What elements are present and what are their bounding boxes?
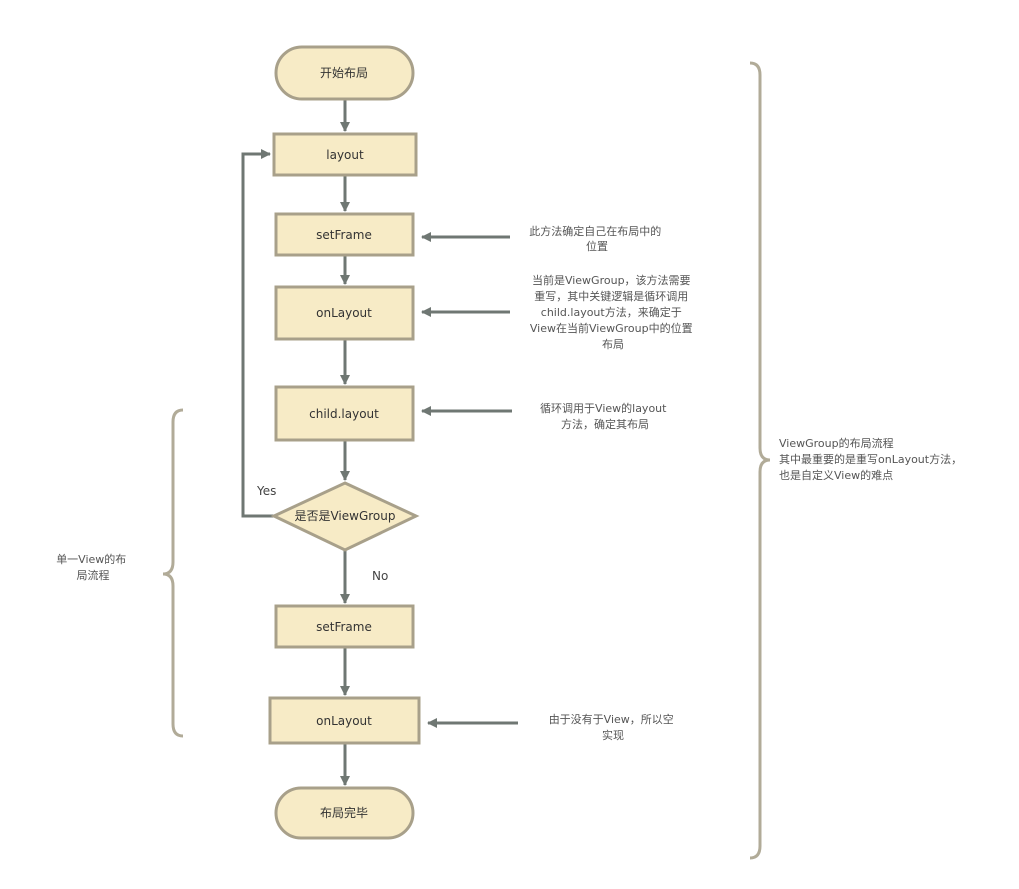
brace-single-view-label: 单一View的布 局流程 [56, 552, 130, 582]
node-setframe-1: setFrame [274, 212, 415, 257]
note-onlayout-line: View在当前ViewGroup中的位置 [530, 321, 693, 335]
node-onlayout-1: onLayout [274, 285, 415, 341]
node-child-layout: child.layout [274, 385, 415, 442]
node-start-label: 开始布局 [320, 66, 368, 80]
node-onlayout-2: onLayout [268, 696, 421, 745]
note-onlayout-line: 重写，其中关键逻辑是循环调用 [534, 289, 688, 303]
note-onlayout-line: 布局 [602, 338, 624, 351]
node-setframe-1-label: setFrame [316, 228, 372, 242]
brace-view-group-line: 也是自定义View的难点 [779, 468, 893, 482]
note-childlayout-line: 循环调用于View的layout [540, 401, 667, 415]
edge-label-yes: Yes [256, 484, 276, 498]
note-onlayout: 当前是ViewGroup，该方法需要 重写，其中关键逻辑是循环调用 child.… [530, 273, 696, 351]
node-onlayout-2-label: onLayout [316, 714, 372, 728]
brace-single-view-line: 单一View的布 [56, 552, 126, 566]
note-onlayout-empty: 由于没有于View，所以空 实现 [549, 712, 678, 742]
note-onlayout-empty-line: 由于没有于View，所以空 [549, 712, 674, 726]
edge-label-no: No [372, 569, 388, 583]
note-setframe-line: 位置 [586, 239, 608, 253]
node-onlayout-1-label: onLayout [316, 306, 372, 320]
note-childlayout-line: 方法，确定其布局 [561, 417, 649, 431]
node-layout: layout [272, 132, 418, 177]
node-end-label: 布局完毕 [320, 805, 368, 820]
node-setframe-2-label: setFrame [316, 620, 372, 634]
note-setframe-line: 此方法确定自己在布局中的 [529, 224, 661, 238]
node-setframe-2: setFrame [274, 604, 415, 649]
brace-single-view-line: 局流程 [77, 568, 110, 582]
node-start: 开始布局 [274, 45, 415, 101]
node-layout-label: layout [326, 148, 364, 162]
note-onlayout-line: 当前是ViewGroup，该方法需要 [532, 273, 691, 287]
node-child-layout-label: child.layout [309, 407, 379, 421]
node-decision-label: 是否是ViewGroup [294, 509, 395, 523]
node-decision: 是否是ViewGroup [270, 481, 420, 552]
brace-view-group [749, 61, 771, 860]
node-end: 布局完毕 [274, 786, 415, 840]
note-setframe: 此方法确定自己在布局中的 位置 [529, 224, 665, 253]
note-onlayout-line: child.layout方法，来确定于 [541, 305, 682, 319]
flow-arrows [241, 99, 518, 786]
brace-single-view [162, 408, 184, 738]
brace-view-group-line: ViewGroup的布局流程 [779, 436, 894, 450]
brace-view-group-label: ViewGroup的布局流程 其中最重要的是重写onLayout方法， 也是自定… [779, 436, 966, 482]
arrow-decision-yes-loop [241, 149, 274, 518]
note-childlayout: 循环调用于View的layout 方法，确定其布局 [540, 401, 670, 431]
note-onlayout-empty-line: 实现 [602, 728, 624, 742]
brace-view-group-line: 其中最重要的是重写onLayout方法， [779, 452, 962, 466]
